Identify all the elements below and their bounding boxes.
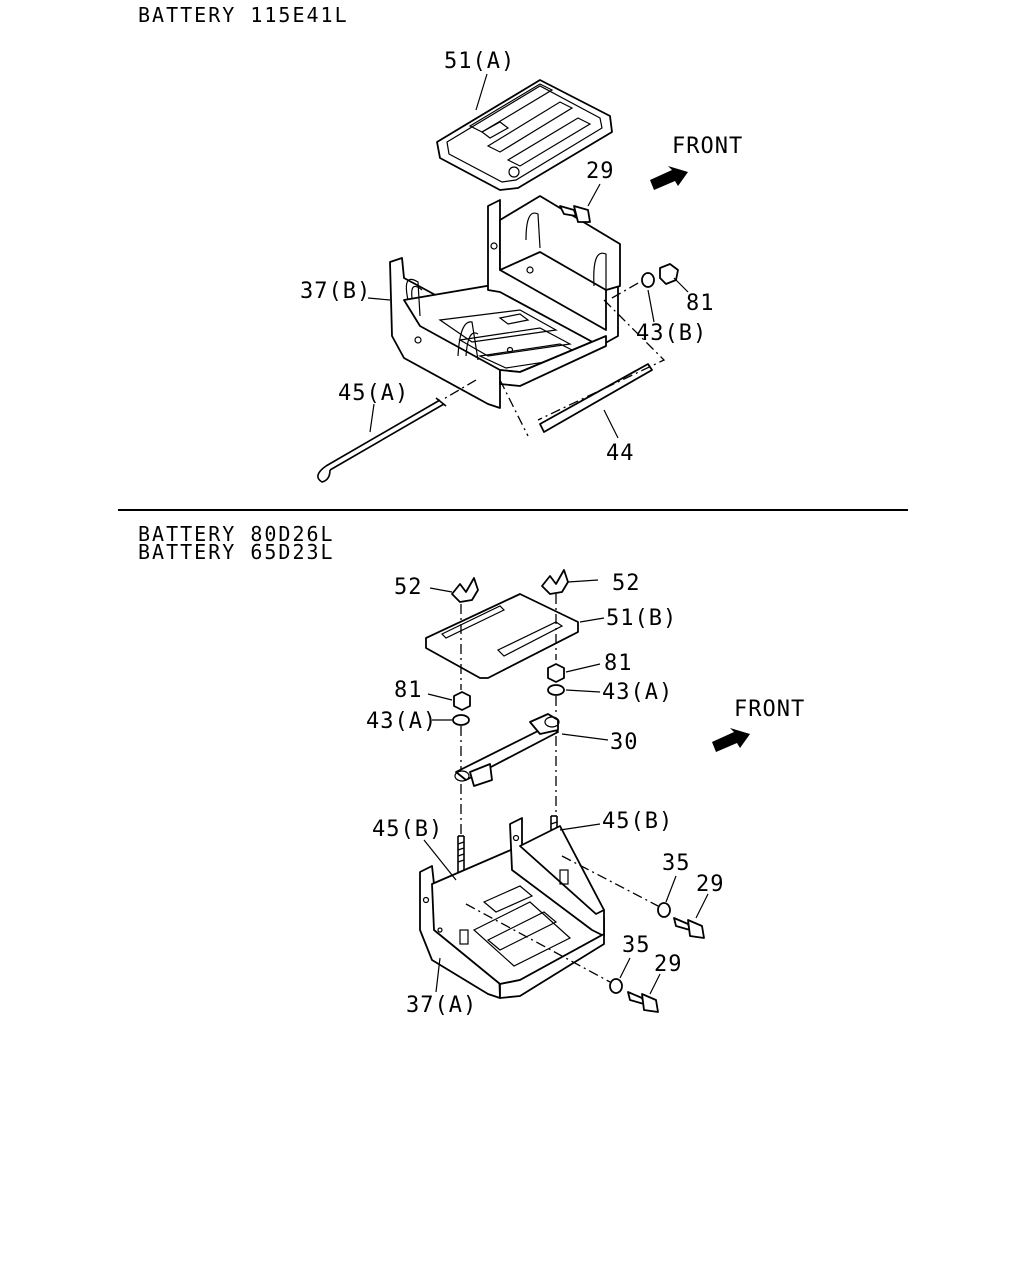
wing-nut-52-left[interactable] bbox=[451, 577, 479, 603]
battery-tray-37b[interactable] bbox=[389, 195, 621, 409]
callout-35-lower: 35 bbox=[622, 933, 651, 958]
leader-line bbox=[665, 875, 677, 903]
callout-30: 30 bbox=[610, 730, 639, 755]
callout-81: 81 bbox=[686, 291, 715, 316]
callout-29: 29 bbox=[586, 159, 615, 184]
assembly-line bbox=[499, 379, 529, 437]
washer-35-upper[interactable] bbox=[657, 902, 671, 918]
nut-81[interactable] bbox=[659, 263, 679, 285]
section-header: BATTERY 65D23L bbox=[138, 540, 335, 564]
section-header: BATTERY 115E41L bbox=[138, 3, 349, 27]
leader-line bbox=[619, 957, 631, 979]
callout-35-upper: 35 bbox=[662, 851, 691, 876]
bolt-29[interactable] bbox=[559, 205, 591, 223]
callout-81-left: 81 bbox=[394, 678, 423, 703]
callout-45a: 45(A) bbox=[338, 381, 409, 406]
bolt-29-upper[interactable] bbox=[673, 917, 705, 939]
leader-line bbox=[475, 73, 488, 111]
leader-line bbox=[673, 277, 689, 293]
assembly-line bbox=[537, 299, 666, 421]
callout-45b-left: 45(B) bbox=[372, 817, 443, 842]
callout-44: 44 bbox=[606, 441, 635, 466]
callout-52-right: 52 bbox=[612, 571, 641, 596]
rod-45a[interactable] bbox=[317, 397, 447, 483]
rod-44[interactable] bbox=[539, 363, 653, 433]
assembly-line bbox=[465, 903, 611, 983]
assembly-line bbox=[441, 379, 477, 401]
nut-81-right[interactable] bbox=[547, 663, 565, 683]
leader-line bbox=[559, 823, 601, 831]
leader-line bbox=[567, 579, 599, 583]
callout-81-right: 81 bbox=[604, 651, 633, 676]
callout-51b: 51(B) bbox=[606, 606, 677, 631]
front-arrow-icon bbox=[650, 166, 688, 190]
battery-tray-37a[interactable] bbox=[419, 817, 605, 999]
leader-line bbox=[647, 289, 655, 323]
callout-29-upper: 29 bbox=[696, 872, 725, 897]
callout-43b: 43(B) bbox=[636, 321, 707, 346]
front-label: FRONT bbox=[734, 697, 805, 722]
callout-52-left: 52 bbox=[394, 575, 423, 600]
leader-line bbox=[427, 693, 453, 701]
washer-35-lower[interactable] bbox=[609, 978, 623, 994]
leader-line bbox=[435, 957, 441, 993]
callout-29-lower: 29 bbox=[654, 952, 683, 977]
washer-43b[interactable] bbox=[641, 272, 655, 288]
front-arrow-icon bbox=[712, 728, 750, 752]
front-label: FRONT bbox=[672, 134, 743, 159]
hold-down-bar-30[interactable] bbox=[454, 713, 560, 787]
assembly-line bbox=[611, 281, 641, 299]
bolt-29-lower[interactable] bbox=[627, 991, 659, 1013]
assembly-line bbox=[561, 855, 659, 907]
callout-45b-right: 45(B) bbox=[602, 809, 673, 834]
wing-nut-52-right[interactable] bbox=[541, 569, 569, 595]
leader-line bbox=[603, 409, 619, 439]
leader-line bbox=[367, 297, 391, 301]
leader-line bbox=[423, 839, 457, 881]
washer-43a-right[interactable] bbox=[547, 684, 565, 696]
leader-line bbox=[369, 403, 375, 433]
leader-line bbox=[565, 663, 601, 673]
battery-cover-51b[interactable] bbox=[425, 593, 579, 679]
callout-43a-left: 43(A) bbox=[366, 709, 437, 734]
leader-line bbox=[429, 587, 453, 593]
callout-37b: 37(B) bbox=[300, 279, 371, 304]
leader-line bbox=[587, 183, 601, 207]
battery-cover-51a[interactable] bbox=[436, 79, 613, 191]
leader-line bbox=[579, 617, 605, 623]
leader-line bbox=[561, 733, 609, 741]
callout-43a-right: 43(A) bbox=[602, 680, 673, 705]
callout-37a: 37(A) bbox=[406, 993, 477, 1018]
nut-81-left[interactable] bbox=[453, 691, 471, 711]
leader-line bbox=[565, 689, 601, 693]
leader-line bbox=[695, 893, 709, 919]
washer-43a-left[interactable] bbox=[452, 714, 470, 726]
callout-51a: 51(A) bbox=[444, 49, 515, 74]
leader-line bbox=[649, 973, 661, 995]
section-header: BATTERY 80D26L bbox=[138, 522, 335, 546]
section-115e41l: BATTERY 115E41L FRONT bbox=[138, 3, 743, 483]
section-80d26l-65d23l: BATTERY 80D26L BATTERY 65D23L FRONT bbox=[138, 522, 805, 1018]
